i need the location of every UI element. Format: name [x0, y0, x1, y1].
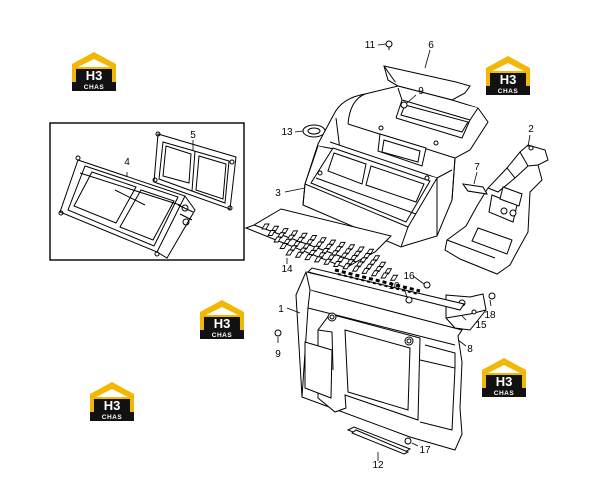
svg-text:CHAS: CHAS: [498, 88, 519, 95]
mat-hole: [304, 254, 313, 261]
part-13-grommet: [302, 124, 326, 138]
mat-hole: [351, 265, 361, 272]
svg-text:H3: H3: [214, 316, 231, 331]
callout-labels: 1 2 3 4 5 6 7 8 9 9 10 11 12 13 14 15 16…: [124, 40, 534, 471]
mat-hole: [279, 243, 288, 249]
mat-hole: [342, 263, 351, 270]
part-9-bolt-upper: [400, 101, 408, 109]
callout-10: 10: [388, 281, 400, 292]
svg-text:H3: H3: [104, 398, 121, 413]
part-14-mat: [244, 208, 399, 281]
svg-text:H3: H3: [496, 374, 513, 389]
part-6-cover: [383, 65, 471, 101]
logo-watermark-2: H3 CHAS: [486, 56, 530, 95]
callout-1: 1: [278, 304, 284, 315]
leader-lines: [126, 43, 531, 461]
mat-hole: [267, 230, 276, 236]
svg-text:CHAS: CHAS: [212, 332, 233, 339]
callout-6: 6: [428, 40, 434, 51]
mat-hole: [273, 236, 282, 243]
svg-text:H3: H3: [86, 68, 103, 83]
callout-16: 16: [403, 271, 415, 282]
callout-8: 8: [467, 344, 473, 355]
mat-hole: [370, 270, 380, 277]
part-11-bolt: [385, 40, 393, 50]
callout-9-upper: 9: [418, 86, 424, 97]
callout-3: 3: [275, 188, 281, 199]
callout-9-lower: 9: [275, 349, 281, 360]
part-12-strip: [346, 426, 412, 455]
mat-hole: [313, 256, 323, 263]
mat-hole: [323, 258, 332, 265]
part-7-cover: [461, 183, 488, 195]
callout-14: 14: [281, 264, 293, 275]
detail-inset: [49, 122, 245, 261]
mat-hole: [285, 249, 294, 256]
callout-12: 12: [372, 460, 384, 471]
part-1-lower-panel: [295, 271, 487, 451]
svg-text:CHAS: CHAS: [494, 390, 515, 397]
mat-hole: [389, 274, 399, 281]
callout-15: 15: [475, 320, 487, 331]
mat-hole: [332, 261, 342, 267]
callout-11: 11: [365, 40, 376, 51]
mat-hole: [361, 267, 370, 274]
svg-text:H3: H3: [500, 72, 517, 87]
logo-watermark-1: H3 CHAS: [72, 52, 116, 91]
svg-text:CHAS: CHAS: [102, 414, 123, 421]
part-4-tray: [58, 155, 196, 259]
callout-18: 18: [484, 310, 496, 321]
logo-watermark-4: H3 CHAS: [482, 358, 526, 397]
svg-text:CHAS: CHAS: [84, 84, 105, 91]
mat-hole: [380, 272, 389, 279]
callout-7: 7: [474, 162, 480, 173]
callout-17: 17: [419, 445, 431, 456]
callout-13: 13: [281, 127, 293, 138]
part-2-side-panel: [444, 144, 549, 275]
callout-2: 2: [528, 124, 534, 135]
logo-watermark-3: H3 CHAS: [200, 300, 244, 339]
mat-hole: [294, 251, 304, 258]
part-5-frame: [152, 131, 237, 211]
callout-5: 5: [190, 130, 196, 141]
part-3-housing: [302, 85, 489, 248]
mat-hole: [261, 223, 270, 230]
callout-4: 4: [124, 157, 130, 168]
logo-watermark-5: H3 CHAS: [90, 382, 134, 421]
